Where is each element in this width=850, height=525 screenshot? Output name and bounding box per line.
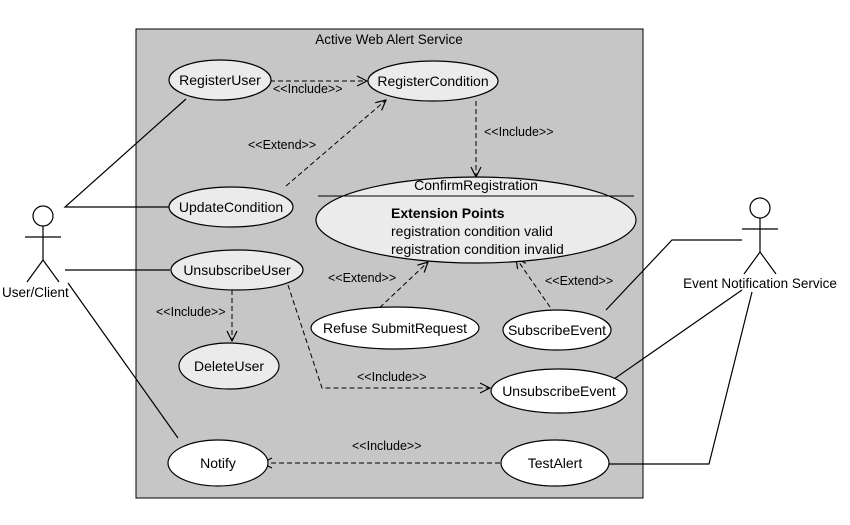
actor-user-client (25, 205, 61, 283)
dependencies (232, 81, 551, 463)
assoc-ens-subscribeevent (605, 239, 742, 311)
usecase-testalert-label: TestAlert (528, 455, 583, 471)
usecase-confirmregistration (315, 176, 637, 264)
label-include-4: <<Include>> (357, 370, 427, 384)
label-include-3: <<Include>> (156, 305, 226, 319)
usecase-refuse-submitrequest-label: Refuse SubmitRequest (323, 320, 467, 336)
assoc-ens-unsubscribeevent (613, 289, 743, 380)
label-include-1: <<Include>> (273, 82, 343, 96)
extension-points-heading: Extension Points (391, 205, 505, 221)
actor-event-notification-service (742, 197, 778, 275)
label-extend-2: <<Extend>> (328, 271, 396, 285)
actor-event-notification-service-label: Event Notification Service (683, 276, 837, 291)
usecase-unsubscribeevent (490, 368, 628, 414)
usecase-subscribeevent (502, 309, 612, 351)
usecase-unsubscribeevent-label: UnsubscribeEvent (502, 383, 616, 399)
associations (63, 98, 753, 465)
usecase-notify (167, 439, 269, 487)
usecase-registeruser-label: RegisterUser (179, 72, 261, 88)
usecase-updatecondition-label: UpdateCondition (179, 199, 283, 215)
usecase-confirmregistration-label: ConfirmRegistration (414, 177, 538, 193)
label-include-5: <<Include>> (352, 439, 422, 453)
usecase-registeruser (168, 59, 272, 101)
usecase-registercondition (367, 60, 499, 102)
extend-subscribeevent-confirmregistration (516, 258, 551, 308)
usecase-refuse-submitrequest (310, 306, 480, 350)
usecase-unsubscribeuser-label: UnsubscribeUser (183, 262, 291, 278)
extend-updatecondition-registercondition (285, 100, 386, 187)
usecase-registercondition-label: RegisterCondition (377, 73, 488, 89)
include-unsubscribeuser-unsubscribeevent (287, 284, 490, 388)
usecase-subscribeevent-label: SubscribeEvent (508, 322, 606, 338)
assoc-user-notify (67, 282, 179, 439)
usecase-testalert (500, 439, 610, 487)
extension-point-1: registration condition valid (391, 223, 553, 239)
label-extend-1: <<Extend>> (248, 138, 316, 152)
usecase-updatecondition (168, 186, 294, 228)
extend-refuse-confirmregistration (373, 262, 428, 314)
assoc-user-registeruser (63, 98, 187, 208)
label-extend-3: <<Extend>> (545, 274, 613, 288)
usecase-notify-label: Notify (200, 455, 236, 471)
system-title: Active Web Alert Service (315, 32, 463, 47)
actor-user-client-label: User/Client (2, 285, 69, 300)
extension-point-2: registration condition invalid (391, 241, 564, 257)
usecase-deleteuser-label: DeleteUser (194, 358, 264, 374)
usecase-unsubscribeuser (170, 249, 304, 291)
label-include-2: <<Include>> (484, 125, 554, 139)
assoc-ens-testalert (609, 291, 753, 465)
usecase-deleteuser (178, 342, 280, 390)
